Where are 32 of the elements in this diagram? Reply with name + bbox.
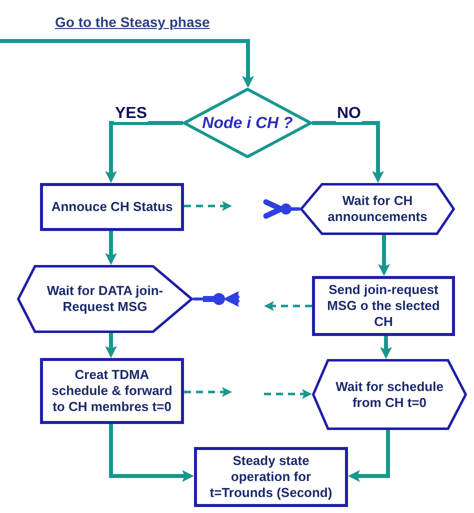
phase-heading: Go to the Steasy phase: [55, 14, 210, 31]
step-label: Annouce CH Status: [50, 199, 174, 215]
arrow: [348, 430, 390, 482]
edge-label: YES: [114, 106, 148, 122]
hexagon-step: [300, 183, 455, 235]
edge-label: NO: [336, 106, 362, 122]
hexagon-step: [17, 265, 193, 333]
arrow: [105, 231, 117, 265]
dashed-arrow: [184, 387, 232, 397]
step-label: Creat TDMA schedule & forward to CH membres t=0: [50, 367, 174, 415]
hexagon-step: [312, 359, 467, 430]
dashed-arrow: [264, 389, 312, 399]
arrow: [378, 235, 390, 276]
step-label: Send join-request MSG o the slected CH: [326, 282, 441, 330]
arrow: [0, 39, 254, 88]
process-box: [40, 358, 184, 424]
step-label: Wait for DATA join-Request MSG: [46, 283, 164, 315]
decision-diamond: [183, 88, 312, 158]
arrow: [380, 336, 392, 359]
step-label: Wait for CH announcements: [326, 193, 428, 225]
arrow: [105, 121, 183, 183]
arrow: [312, 121, 384, 183]
process-box: [194, 447, 348, 507]
arrow: [109, 424, 194, 482]
step-label: Wait for schedule from CH t=0: [334, 378, 444, 410]
dashed-arrow: [184, 201, 232, 211]
decision-label: Node i CH ?: [201, 114, 294, 132]
dashed-arrow: [264, 301, 312, 311]
step-label: Steady state operation for t=Trounds (Second): [208, 453, 334, 501]
process-box: [40, 183, 184, 231]
process-box: [312, 276, 455, 336]
arrow: [105, 333, 117, 358]
